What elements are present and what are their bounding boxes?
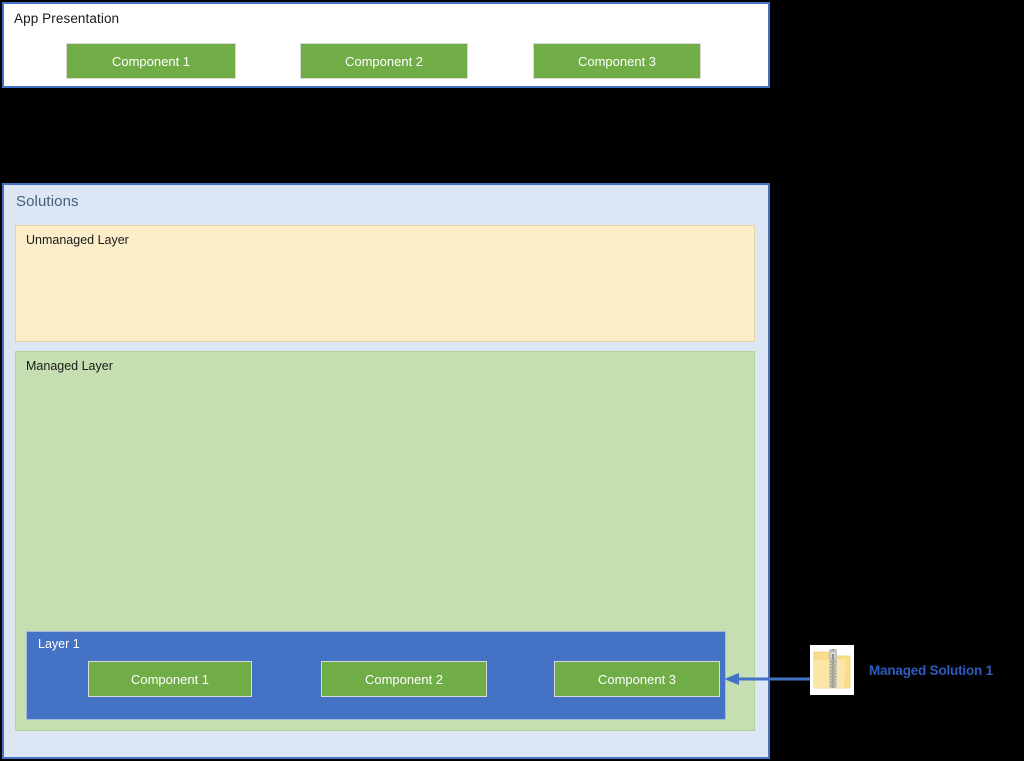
app-presentation-panel: App Presentation Component 1 Component 2… — [2, 2, 770, 88]
managed-layer-label: Managed Layer — [26, 359, 113, 373]
managed-solution-caption: Managed Solution 1 — [869, 663, 993, 678]
layer-1-component-3[interactable]: Component 3 — [554, 661, 720, 697]
connector-arrow-icon — [724, 673, 812, 685]
app-component-3[interactable]: Component 3 — [533, 43, 701, 79]
zipped-solution-file-icon — [810, 645, 854, 695]
layer-1-component-2[interactable]: Component 2 — [321, 661, 487, 697]
app-presentation-title: App Presentation — [14, 11, 120, 26]
layer-1-box: Layer 1 Component 1 Component 2 Componen… — [26, 631, 726, 720]
layer-1-label: Layer 1 — [38, 637, 80, 651]
app-component-2[interactable]: Component 2 — [300, 43, 468, 79]
layer-1-component-1[interactable]: Component 1 — [88, 661, 252, 697]
unmanaged-layer-label: Unmanaged Layer — [26, 233, 129, 247]
app-component-1[interactable]: Component 1 — [66, 43, 236, 79]
solutions-panel: Solutions Unmanaged Layer Managed Layer … — [2, 183, 770, 759]
solutions-title: Solutions — [16, 193, 79, 210]
unmanaged-layer: Unmanaged Layer — [15, 225, 755, 342]
